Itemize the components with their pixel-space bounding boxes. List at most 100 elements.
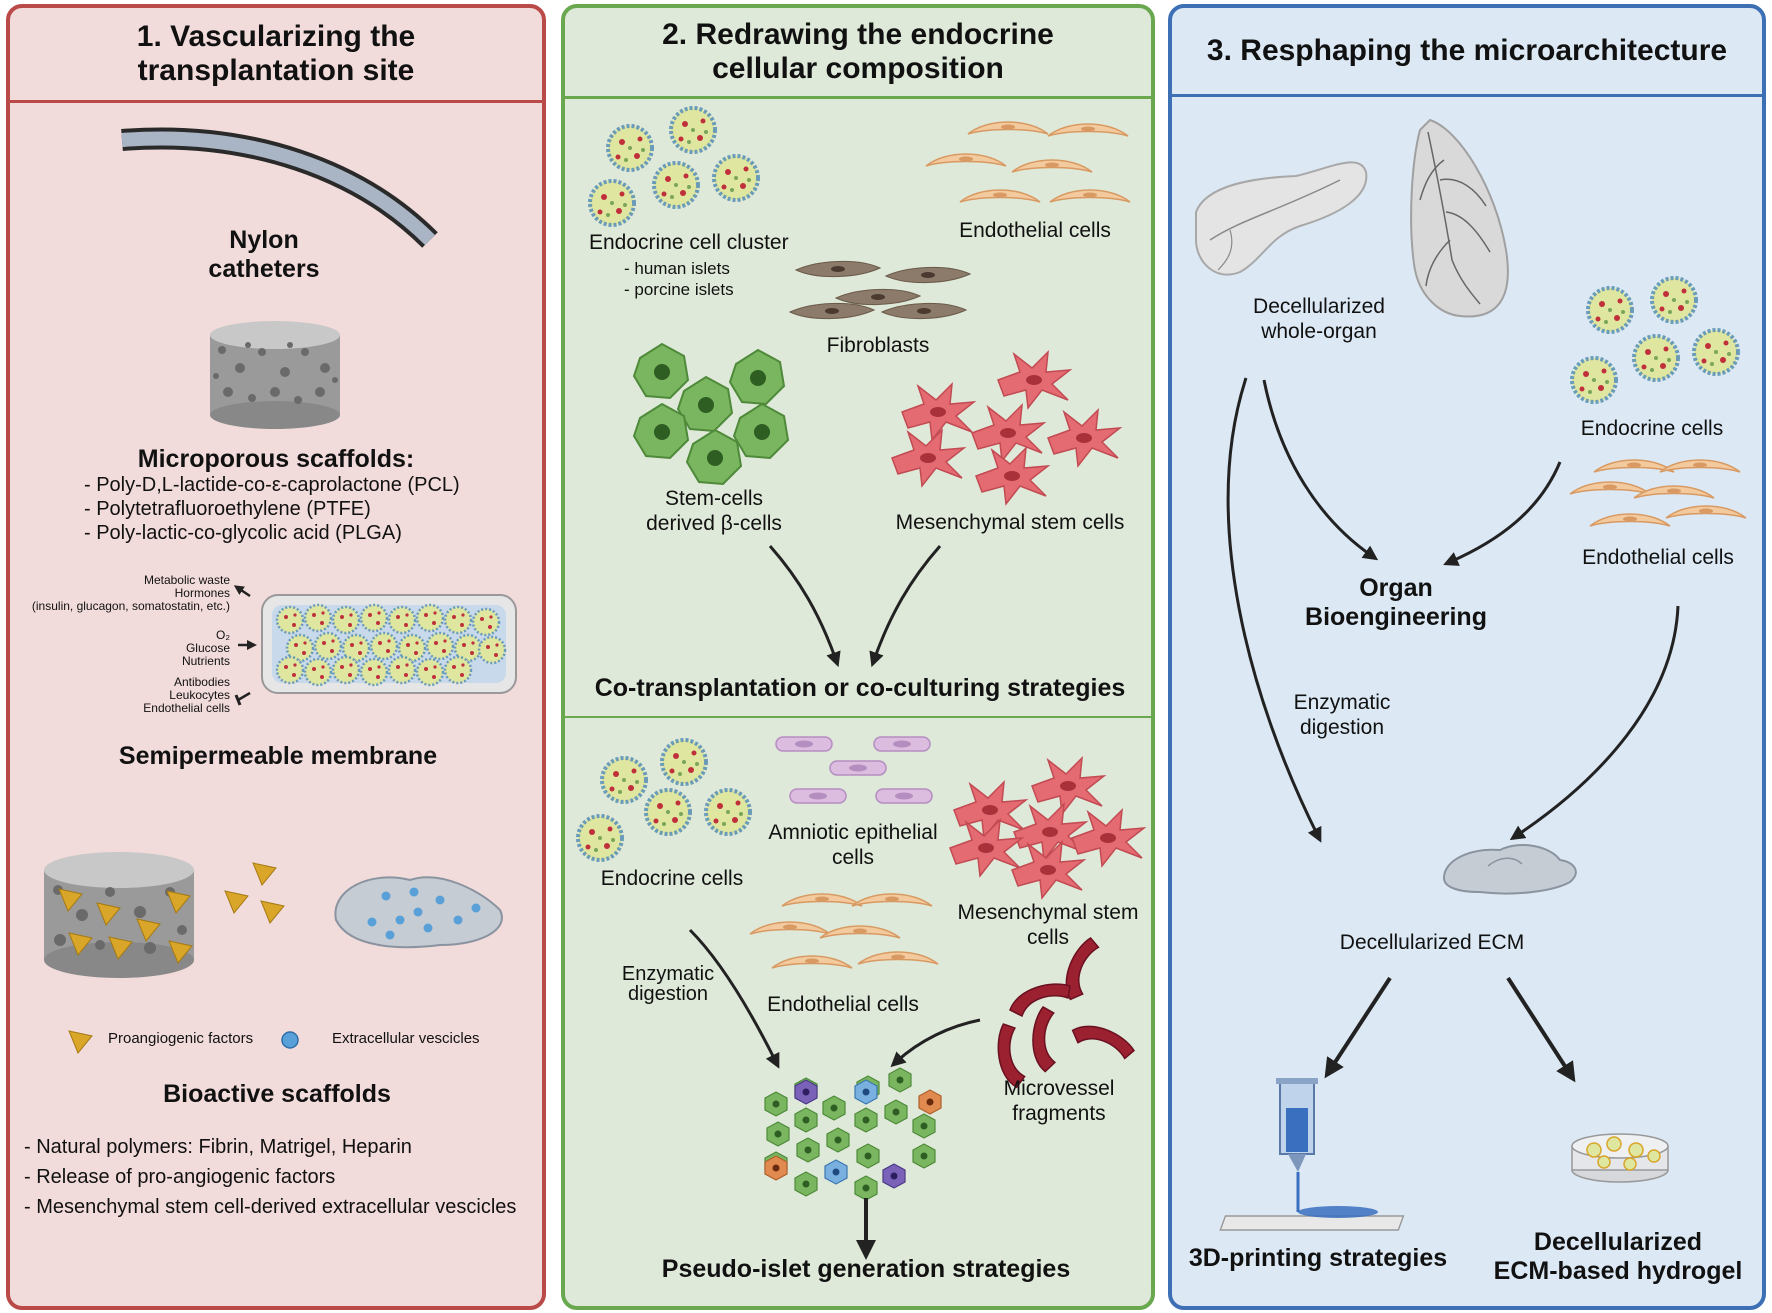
inflow-label: Nutrients (181, 654, 230, 668)
microvessel-line2: fragments (1012, 1102, 1106, 1125)
decellularized-lung-illustration (1410, 118, 1509, 318)
mesenchymal-stem-cells-illustration-2 (949, 757, 1145, 899)
porcine-islets-label: - porcine islets (624, 280, 734, 299)
nylon-catheter-illustration (121, 127, 438, 248)
hydrogel-line1: Decellularized (1533, 1228, 1703, 1256)
mesenchymal-label: Mesenchymal stem cells (895, 511, 1125, 534)
blocked-label: Leukocytes (169, 688, 230, 702)
hydrogel-label: Decellularized ECM-based hydrogel (1494, 1228, 1743, 1286)
endothelial2-label: Endothelial cells (767, 993, 919, 1016)
semipermeable-membrane-illustration (233, 585, 517, 706)
mesenchymal2-line1: Mesenchymal stem (957, 901, 1139, 924)
human-islets-label: - human islets (624, 259, 730, 278)
membrane-outflow-labels: Metabolic waste Hormones (insulin, gluca… (32, 574, 230, 613)
microporous-list: - Poly-D,L-lactide-co-ε-caprolactone (PC… (84, 473, 460, 545)
endocrine-cells-label-3: Endocrine cells (1580, 417, 1724, 440)
enzymatic3-line2: digestion (1299, 716, 1385, 739)
panel3-header: 3. Resphaping the microarchitecture (1172, 8, 1762, 97)
panel2-title-line2: cellular composition (712, 52, 1004, 85)
nylon-line1: Nylon (229, 226, 299, 254)
membrane-blocked-labels: Antibodies Leukocytes Endothelial cells (143, 676, 230, 715)
panel3-title: 3. Resphaping the microarchitecture (1206, 34, 1728, 67)
semipermeable-membrane-title: Semipermeable membrane (118, 742, 438, 770)
blocked-label: Antibodies (173, 675, 230, 689)
organ-bioengineering-label: Organ Bioengineering (1305, 574, 1487, 632)
endothelial-cells-label-3: Endothelial cells (1582, 546, 1734, 569)
hydrogel-dish-illustration (1571, 1133, 1669, 1183)
organ-line1: Organ (1359, 574, 1433, 602)
endothelial-label: Endothelial cells (959, 219, 1111, 242)
decell-line2: whole-organ (1261, 320, 1377, 343)
panel1-title-line1: 1. Vascularizing the (136, 20, 416, 53)
hydrogel-line2: ECM-based hydrogel (1493, 1257, 1743, 1285)
3d-printing-label: 3D-printing strategies (1188, 1244, 1448, 1272)
enzymatic3-line1: Enzymatic (1293, 691, 1391, 714)
outflow-label: Metabolic waste (143, 573, 230, 587)
panel2-title-line1: 2. Redrawing the endocrine (662, 18, 1054, 51)
endocrine-cluster-illustration (588, 106, 760, 227)
endothelial-cells-illustration (925, 121, 1131, 203)
cotransplantation-title: Co-transplantation or co-culturing strat… (594, 674, 1126, 702)
endothelial-cells-illustration-2 (749, 893, 939, 969)
stem-cells-label: Stem-cells derived β-cells (646, 486, 782, 536)
pseudo-islet-illustration (764, 1067, 942, 1201)
bioactive-scaffolds-title: Bioactive scaffolds (163, 1080, 391, 1108)
fibroblasts-label: Fibroblasts (826, 334, 930, 357)
endocrine-cluster-label: Endocrine cell cluster (589, 231, 789, 254)
endocrine-cells-label: Endocrine cells (600, 867, 744, 890)
amniotic-line2: cells (831, 846, 875, 869)
stem-cell-beta-cells-illustration (633, 343, 789, 485)
amniotic-line1: Amniotic epithelial (768, 821, 938, 844)
microporous-scaffold-illustration (210, 321, 340, 429)
endocrine-cells-illustration-2 (576, 738, 752, 862)
microvessel-fragments-illustration (990, 936, 1136, 1090)
panel3-arrows (1226, 377, 1680, 1083)
mesenchymal-stem-cells-illustration (891, 351, 1121, 505)
microporous-item: - Polytetrafluoroethylene (PTFE) (84, 498, 371, 520)
inflow-label: Glucose (185, 641, 230, 655)
decellularized-ecm-label: Decellularized ECM (1339, 931, 1525, 954)
decellularized-ecm-illustration (1442, 844, 1577, 895)
enzymatic-digestion-label: Enzymatic digestion (622, 964, 714, 1004)
inflow-label: O₂ (216, 628, 230, 642)
fibroblasts-illustration (789, 260, 971, 320)
organ-line2: Bioengineering (1305, 603, 1487, 631)
bioactive-item: - Release of pro-angiogenic factors (24, 1166, 336, 1188)
decellularized-pancreas-illustration (1195, 161, 1368, 276)
microvessel-label: Microvessel fragments (1004, 1076, 1115, 1126)
nylon-line2: catheters (208, 255, 320, 283)
microvessel-line1: Microvessel (1003, 1077, 1115, 1100)
membrane-inflow-labels: O₂ Glucose Nutrients (182, 629, 230, 668)
bioactive-item: - Mesenchymal stem cell-derived extracel… (24, 1196, 517, 1218)
outflow-label: Hormones (174, 586, 230, 600)
stem-line1: Stem-cells (664, 487, 764, 510)
enzymatic-line1: Enzymatic (621, 963, 715, 985)
microporous-scaffolds-title: Microporous scaffolds: (137, 445, 415, 473)
nylon-catheters-label: Nylon catheters (208, 226, 319, 284)
panel1-title-line2: transplantation site (137, 54, 415, 87)
bioactive-scaffold-illustration (44, 852, 503, 1054)
decellularized-whole-organ-label: Decellularized whole-organ (1253, 294, 1385, 344)
stem-line2: derived β-cells (646, 512, 782, 535)
panel2-header: 2. Redrawing the endocrine cellular comp… (565, 8, 1151, 99)
microporous-item: - Poly-lactic-co-glycolic acid (PLGA) (84, 522, 402, 544)
blocked-label: Endothelial cells (143, 701, 230, 715)
outflow-label: (insulin, glucagon, somatostatin, etc.) (31, 599, 230, 613)
panel1-header: 1. Vascularizing the transplantation sit… (10, 8, 542, 103)
bioactive-list: - Natural polymers: Fibrin, Matrigel, He… (24, 1132, 516, 1222)
decell-line1: Decellularized (1253, 295, 1385, 318)
amniotic-label: Amniotic epithelial cells (768, 820, 937, 870)
bioactive-item: - Natural polymers: Fibrin, Matrigel, He… (24, 1136, 412, 1158)
amniotic-cells-illustration (775, 736, 933, 804)
mesenchymal2-line2: cells (1026, 926, 1070, 949)
pseudo-islet-title: Pseudo-islet generation strategies (661, 1255, 1071, 1283)
endocrine-cells-illustration-3 (1570, 276, 1740, 404)
3d-printer-illustration (1219, 1078, 1405, 1231)
panel2-divider (565, 716, 1151, 718)
microporous-item: - Poly-D,L-lactide-co-ε-caprolactone (PC… (84, 474, 460, 496)
mesenchymal2-label: Mesenchymal stem cells (958, 900, 1139, 950)
panel2-arrows (688, 545, 981, 1260)
enzymatic-line2: digestion (627, 983, 709, 1005)
